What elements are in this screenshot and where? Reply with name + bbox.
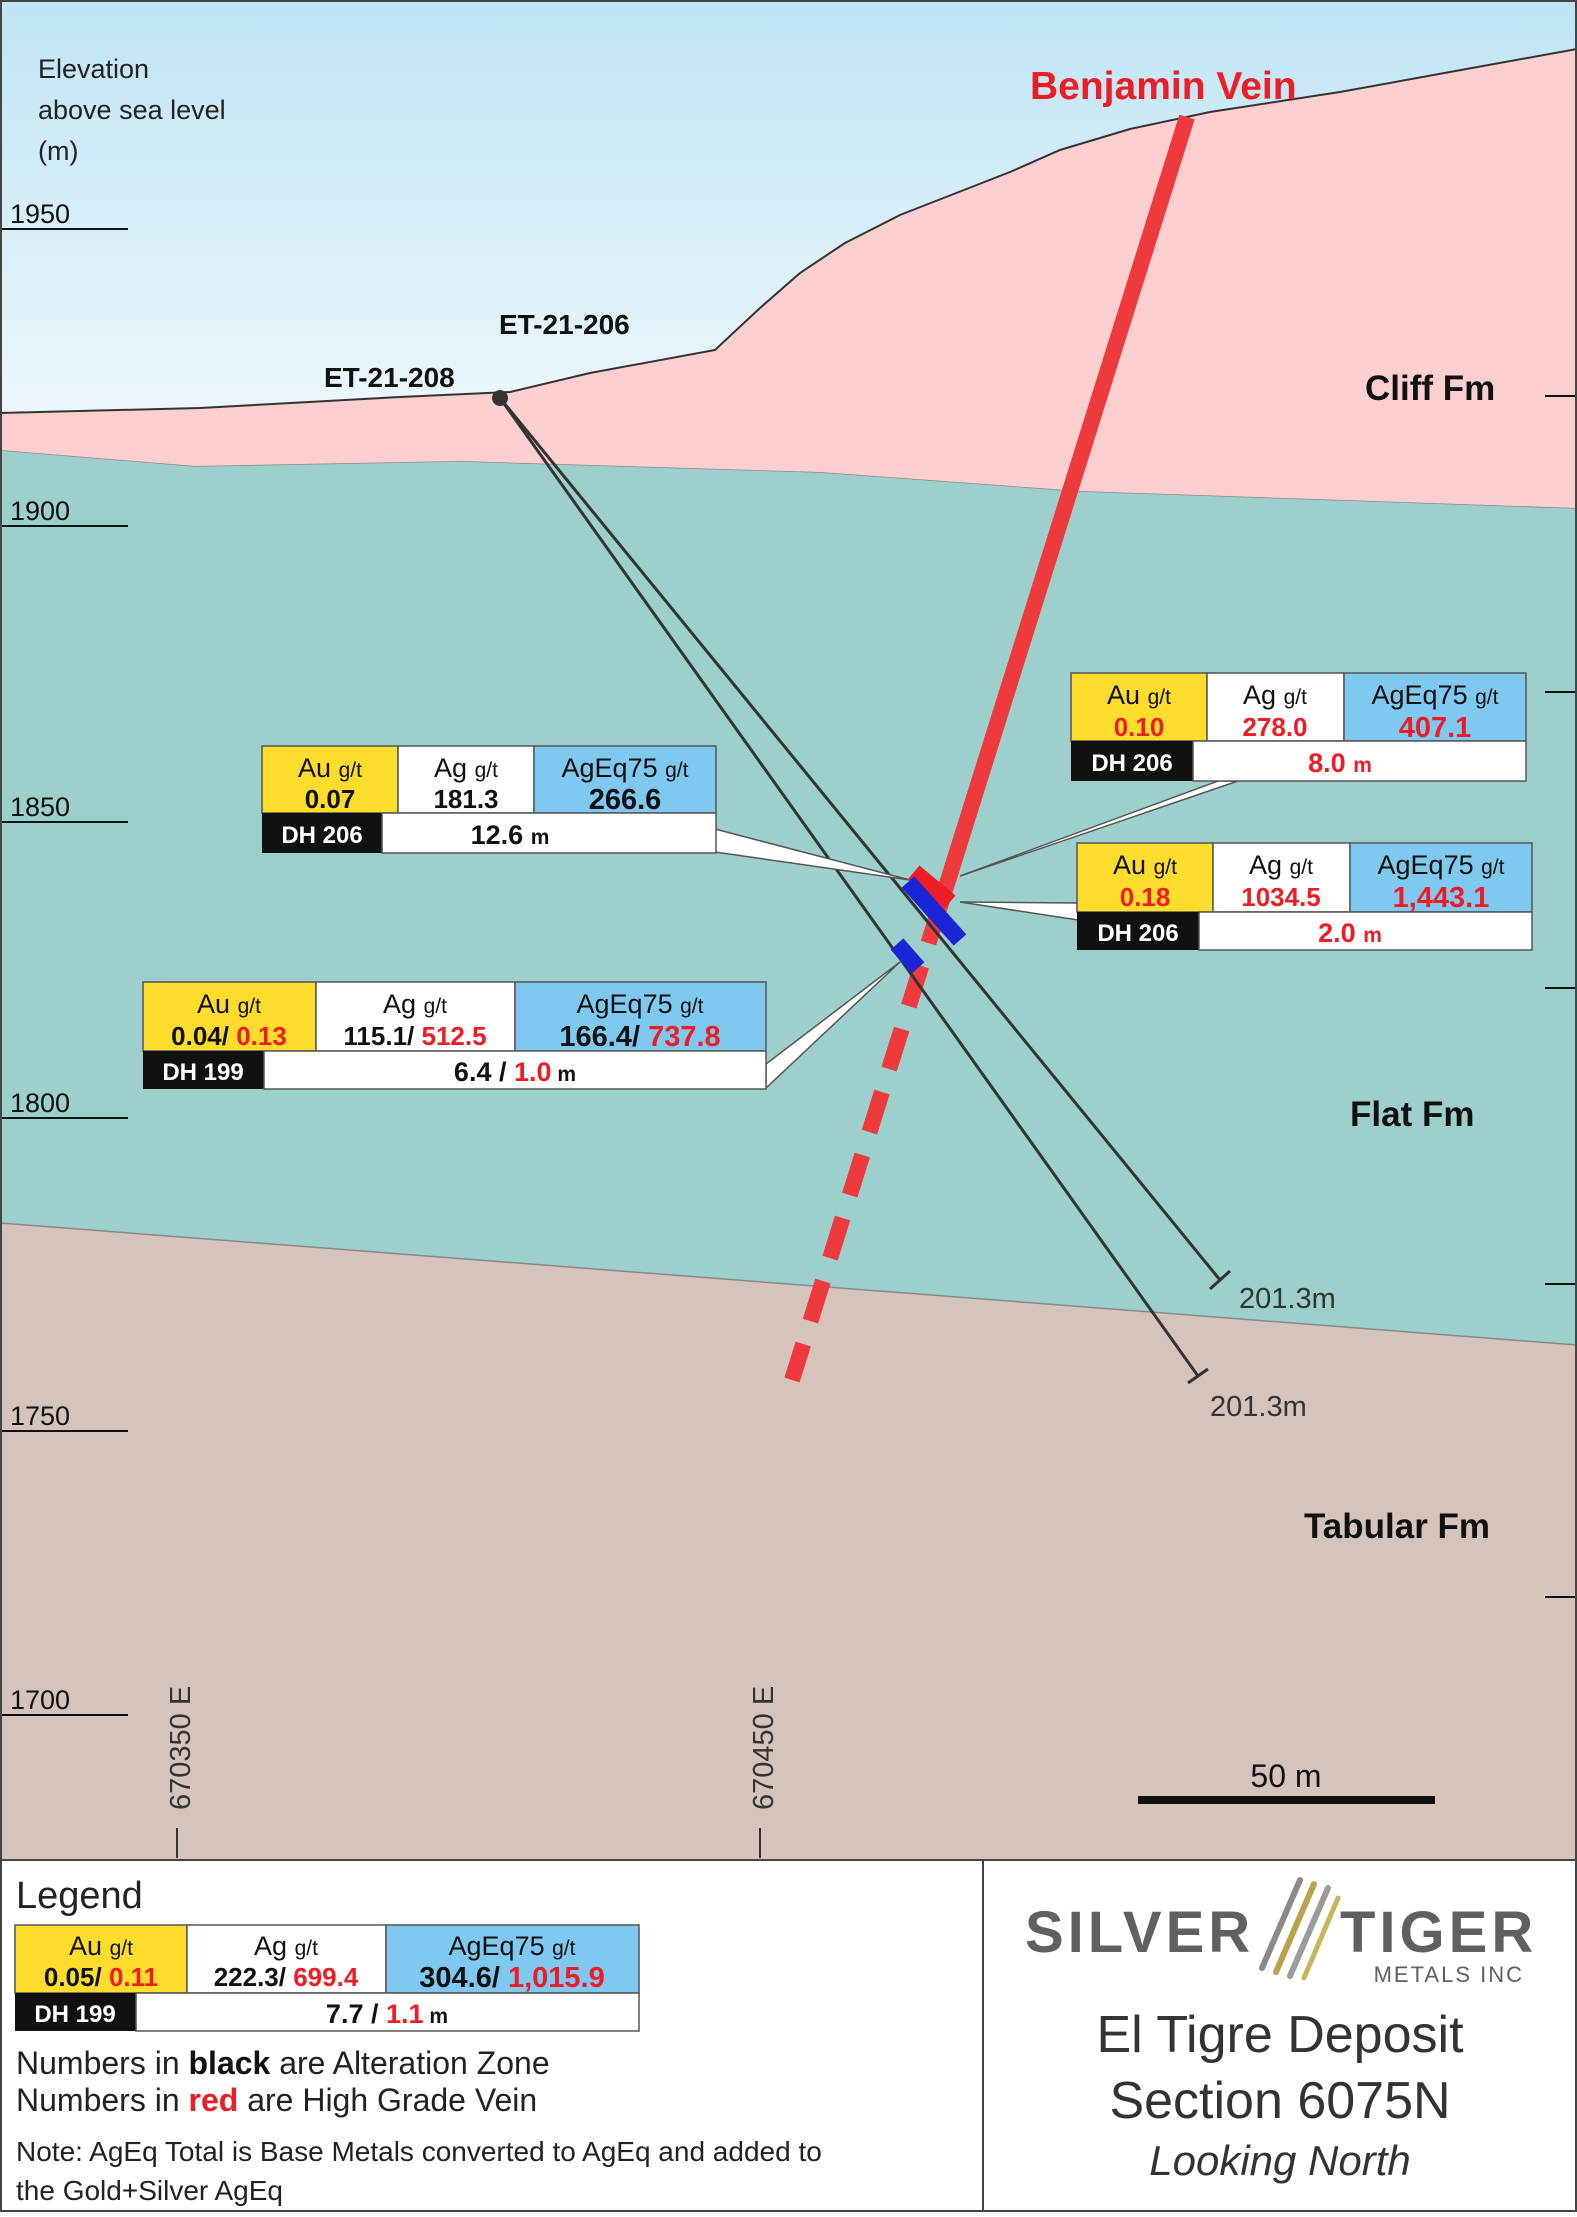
hole-label-et-21-208: ET-21-208 [324,362,455,393]
scale-bar-label: 50 m [1250,1758,1321,1794]
map-title-line2: Section 6075N [1109,2072,1450,2130]
flat-fm-label: Flat Fm [1350,1095,1474,1134]
svg-text:AgEq75 g/t: AgEq75 g/t [1372,680,1499,710]
svg-text:DH 199: DH 199 [162,1059,243,1086]
svg-text:670450 E: 670450 E [748,1686,780,1810]
callout-1-ageq-value: 266.6 [589,784,662,816]
svg-text:SILVER: SILVER [1025,1900,1254,1965]
elevation-tick-1950: 1950 [10,199,70,229]
svg-text:DH 199: DH 199 [34,2001,115,2028]
intercept-marker-blue-lower [890,938,925,974]
svg-text:2.0 m: 2.0 m [1318,918,1382,948]
hole-label-et-21-206: ET-21-206 [499,309,630,340]
benjamin-vein-label: Benjamin Vein [1030,65,1297,108]
hole-end-label-lower: 201.3m [1210,1391,1307,1423]
callout-3-au-value: 0.18 [1120,882,1171,912]
easting-670350: 670350 E [165,1686,197,1858]
drill-hole-trace-lower [498,397,1200,1377]
cliff-fm-label: Cliff Fm [1365,369,1495,408]
svg-text:6.4 / 1.0 m: 6.4 / 1.0 m [454,1057,576,1087]
elevation-axis-label: Elevation above sea level (m) [38,54,233,166]
legend-title: Legend [16,1875,143,1917]
svg-text:METALS INC: METALS INC [1374,1962,1524,1987]
svg-text:670350 E: 670350 E [165,1686,197,1810]
hole-end-cap-upper [1208,1269,1232,1291]
svg-text:DH 206: DH 206 [1097,920,1178,947]
drill-hole-trace-upper [498,397,1222,1281]
callout-1-au-value: 0.07 [305,784,356,814]
callout-3-ageq-value: 1,443.1 [1393,882,1490,914]
legend-note: Note: AgEq Total is Base Metals converte… [16,2136,830,2206]
drill-collar [492,390,508,406]
legend-line-red: Numbers in red are High Grade Vein [16,2082,537,2118]
callout-4-ageq-value: 166.4/ 737.8 [559,1021,720,1053]
intercept-callout-3: Au g/t Ag g/t AgEq75 g/t 0.18 1034.5 1,4… [1076,842,1533,951]
svg-text:TIGER: TIGER [1340,1900,1537,1965]
right-axis-ticks [1545,395,1577,1598]
cliff-formation-area [0,49,1577,508]
elevation-tick-1750: 1750 [10,1401,70,1431]
svg-text:Ag g/t: Ag g/t [383,989,447,1019]
svg-text:Au g/t: Au g/t [298,753,362,783]
elevation-tick-1900: 1900 [10,496,70,526]
hole-end-cap-lower [1187,1367,1209,1385]
legend-sample-box: Au g/t Ag g/t AgEq75 g/t 0.05/ 0.11 222.… [14,1924,640,2032]
svg-text:DH 206: DH 206 [281,822,362,849]
svg-text:304.6/ 1,015.9: 304.6/ 1,015.9 [419,1962,604,1994]
benjamin-vein-solid [933,114,1195,906]
svg-text:Au g/t: Au g/t [69,1931,133,1961]
company-logo: SILVER TIGER METALS INC [1025,1877,1537,1987]
elevation-tick-1800: 1800 [10,1088,70,1118]
intercept-callout-4: Au g/t Ag g/t AgEq75 g/t 0.04/ 0.13 115.… [142,981,767,1090]
svg-text:8.0 m: 8.0 m [1308,748,1372,778]
callout-2-ageq-value: 407.1 [1399,712,1472,744]
callout-4-au-value: 0.04/ 0.13 [171,1021,287,1051]
intercept-marker-blue-upper [901,876,967,946]
svg-text:AgEq75 g/t: AgEq75 g/t [562,753,689,783]
callout-2-ag-value: 278.0 [1242,712,1307,742]
elevation-ticks: 1950 1900 1850 1800 1750 1700 [0,199,128,1716]
tiger-claw-icon [1259,1877,1341,1981]
elevation-tick-1700: 1700 [10,1685,70,1715]
tabular-fm-label: Tabular Fm [1304,1507,1490,1546]
svg-text:222.3/ 699.4: 222.3/ 699.4 [214,1962,359,1992]
svg-text:Au g/t: Au g/t [1113,850,1177,880]
svg-text:Au g/t: Au g/t [1107,680,1171,710]
intercept-marker-red [908,865,956,909]
svg-text:0.05/ 0.11: 0.05/ 0.11 [44,1962,158,1992]
map-title-line3: Looking North [1149,2137,1411,2184]
hole-end-label-upper: 201.3m [1239,1283,1336,1315]
topography-line [0,48,1577,414]
callout-4-ag-value: 115.1/ 512.5 [343,1021,486,1051]
map-title-line1: El Tigre Deposit [1096,2006,1464,2064]
callout-2-au-value: 0.10 [1114,712,1165,742]
svg-text:AgEq75 g/t: AgEq75 g/t [1378,850,1505,880]
legend-line-black: Numbers in black are Alteration Zone [16,2045,550,2081]
svg-text:12.6 m: 12.6 m [471,820,550,850]
intercept-callout-1: Au g/t Ag g/t AgEq75 g/t 0.07 181.3 266.… [261,745,717,854]
svg-text:Ag g/t: Ag g/t [254,1931,318,1961]
easting-670450: 670450 E [748,1686,780,1858]
svg-text:7.7 / 1.1 m: 7.7 / 1.1 m [326,1999,448,2029]
elevation-tick-1850: 1850 [10,792,70,822]
callout-3-ag-value: 1034.5 [1241,882,1321,912]
svg-text:Ag g/t: Ag g/t [1243,680,1307,710]
intercept-callout-2: Au g/t Ag g/t AgEq75 g/t 0.10 278.0 407.… [1070,672,1527,782]
svg-text:DH 206: DH 206 [1091,750,1172,777]
svg-text:AgEq75 g/t: AgEq75 g/t [449,1931,576,1961]
callout-1-ag-value: 181.3 [433,784,498,814]
svg-text:Ag g/t: Ag g/t [1249,850,1313,880]
svg-text:Au g/t: Au g/t [197,989,261,1019]
svg-text:Ag g/t: Ag g/t [434,753,498,783]
svg-text:AgEq75 g/t: AgEq75 g/t [577,989,704,1019]
